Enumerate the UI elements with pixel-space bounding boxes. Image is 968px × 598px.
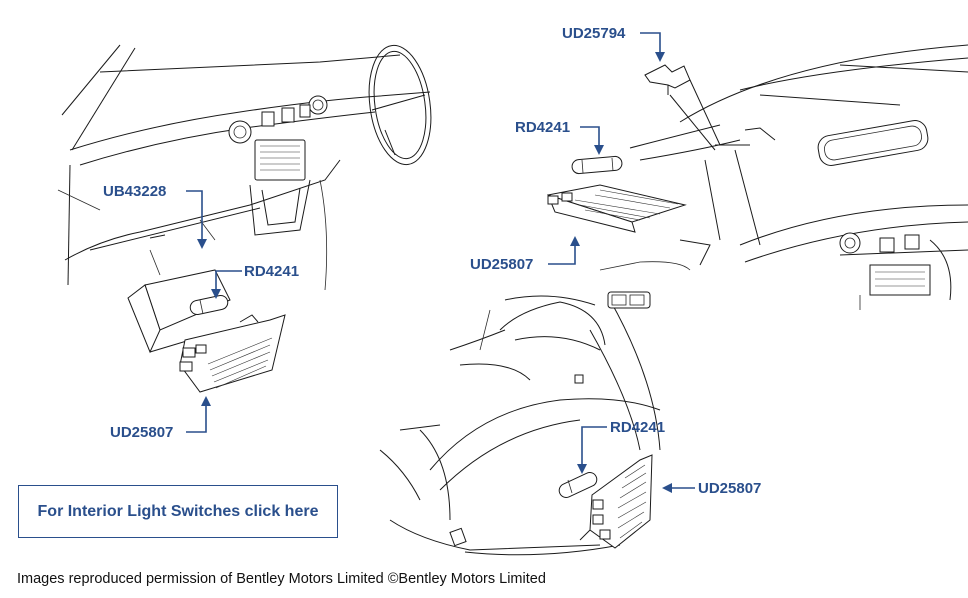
interior-light-switches-link[interactable]: For Interior Light Switches click here — [18, 485, 338, 538]
label-rd4241-bottom: RD4241 — [610, 419, 665, 436]
label-rd4241-top: RD4241 — [515, 119, 570, 136]
label-ud25807-bottom: UD25807 — [698, 480, 761, 497]
top-lens-grille — [574, 189, 679, 221]
left-lens-grille — [207, 337, 273, 389]
door-illustration — [379, 261, 691, 556]
leader-rd4241-bottom — [577, 426, 607, 474]
label-ud25807-top: UD25807 — [470, 256, 533, 273]
bottom-lens-grille — [617, 464, 647, 539]
console-vent-grille — [260, 145, 300, 171]
leader-ub43228 — [186, 190, 207, 249]
label-rd4241-left: RD4241 — [244, 263, 299, 280]
label-ub43228: UB43228 — [103, 183, 166, 200]
top-lamp-housing — [547, 155, 687, 233]
left-lamp-housing — [127, 269, 286, 393]
leader-ud25807-top — [548, 236, 580, 265]
leader-rd4241-left — [211, 270, 242, 299]
leader-rd4241-top — [580, 126, 604, 155]
label-ud25794: UD25794 — [562, 25, 626, 42]
copyright-credit: Images reproduced permission of Bentley … — [17, 571, 546, 587]
headliner-illustration — [629, 44, 968, 310]
bottom-lamp-housing — [558, 454, 653, 549]
leader-ud25794 — [640, 32, 665, 62]
leader-ud25807-left — [186, 396, 211, 433]
dashboard-illustration — [57, 44, 432, 291]
right-dash-vent — [869, 264, 931, 296]
ud25794-bracket — [644, 64, 721, 151]
label-ud25807-left: UD25807 — [110, 424, 173, 441]
